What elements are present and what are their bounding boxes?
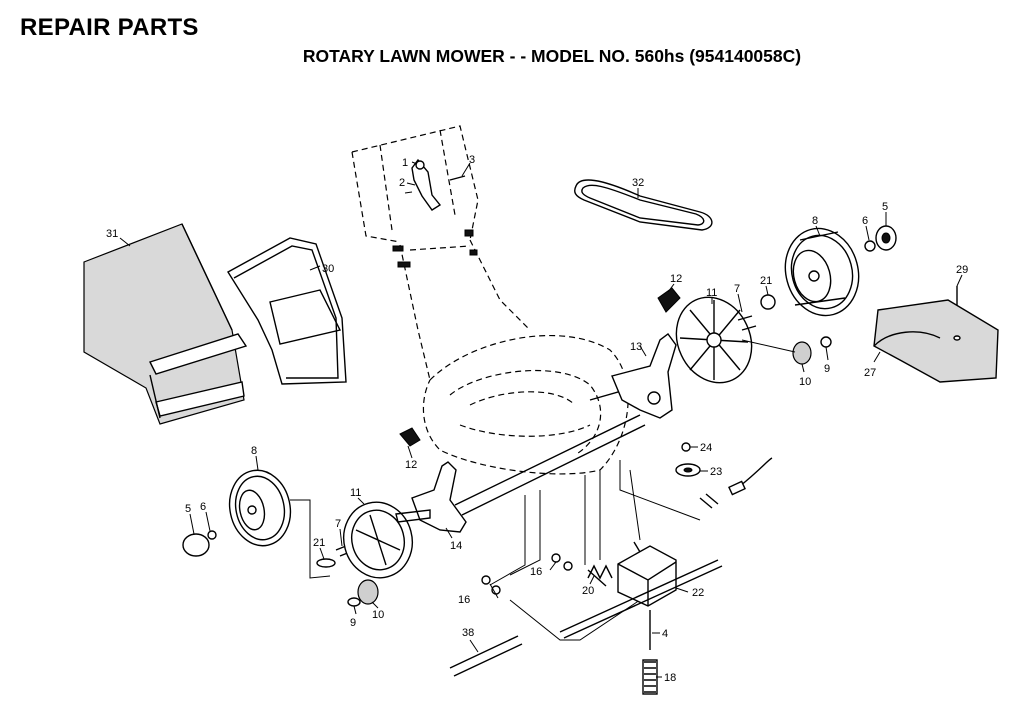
part-label-10-upper: 10 — [799, 376, 811, 388]
part-label-8-left: 8 — [251, 445, 257, 457]
part-label-12-upper: 12 — [670, 273, 682, 285]
part-label-13: 13 — [630, 341, 642, 353]
handle-and-deck-outline — [351, 125, 629, 475]
part-label-1: 1 — [402, 157, 408, 169]
part-label-27: 27 — [864, 367, 876, 379]
part-label-14: 14 — [450, 540, 462, 552]
part-label-11-upper: 11 — [706, 287, 717, 299]
part-label-30: 30 — [322, 263, 334, 275]
part-label-6-left: 6 — [200, 501, 206, 513]
part-label-4: 4 — [662, 628, 668, 640]
part-label-10-lower: 10 — [372, 609, 384, 621]
bag-frame — [227, 237, 347, 385]
part-label-6-right: 6 — [862, 215, 868, 227]
part-label-32: 32 — [632, 177, 644, 189]
part-label-21-upper: 21 — [760, 275, 772, 287]
axle-rod — [449, 635, 523, 677]
part-label-38: 38 — [462, 627, 474, 639]
part-label-3: 3 — [469, 154, 475, 166]
part-label-7-upper: 7 — [734, 283, 740, 295]
part-label-16-right: 16 — [530, 566, 542, 578]
part-label-21-lower: 21 — [313, 537, 325, 549]
page-title: REPAIR PARTS — [20, 14, 199, 41]
part-label-12-lower: 12 — [405, 459, 417, 471]
left-drive-components — [343, 427, 467, 607]
part-label-2: 2 — [399, 177, 405, 189]
page-subtitle: ROTARY LAWN MOWER - - MODEL NO. 560hs (9… — [302, 46, 802, 66]
drive-belt — [574, 179, 713, 231]
part-label-24: 24 — [700, 442, 712, 454]
grass-bag — [83, 223, 248, 425]
part-label-5-right: 5 — [882, 201, 888, 213]
control-bracket-assembly — [392, 158, 478, 268]
drive-shaft-lines — [454, 379, 701, 641]
part-label-9-lower: 9 — [350, 617, 356, 629]
left-wheel-assembly — [182, 469, 351, 579]
part-label-8-right: 8 — [812, 215, 818, 227]
rear-deflector-assembly — [873, 286, 999, 383]
pulley-components — [675, 442, 773, 509]
part-label-18: 18 — [664, 672, 676, 684]
part-label-23: 23 — [710, 466, 722, 478]
part-label-11-lower: 11 — [350, 487, 361, 499]
leader-lines — [119, 161, 963, 678]
transmission — [559, 541, 723, 639]
part-label-9-upper: 9 — [824, 363, 830, 375]
part-label-5-left: 5 — [185, 503, 191, 515]
part-label-31: 31 — [106, 228, 118, 240]
part-label-20: 20 — [582, 585, 594, 597]
right-wheel-assembly — [784, 225, 897, 317]
part-labels: 1 2 3 32 8 6 5 31 30 12 11 7 21 29 13 10… — [106, 154, 968, 684]
part-label-16-left: 16 — [458, 594, 470, 606]
part-label-22: 22 — [692, 587, 704, 599]
part-label-7-lower: 7 — [335, 518, 341, 530]
part-label-29: 29 — [956, 264, 968, 276]
right-drive-components — [611, 287, 832, 419]
drive-shaft-and-spring — [642, 610, 658, 695]
